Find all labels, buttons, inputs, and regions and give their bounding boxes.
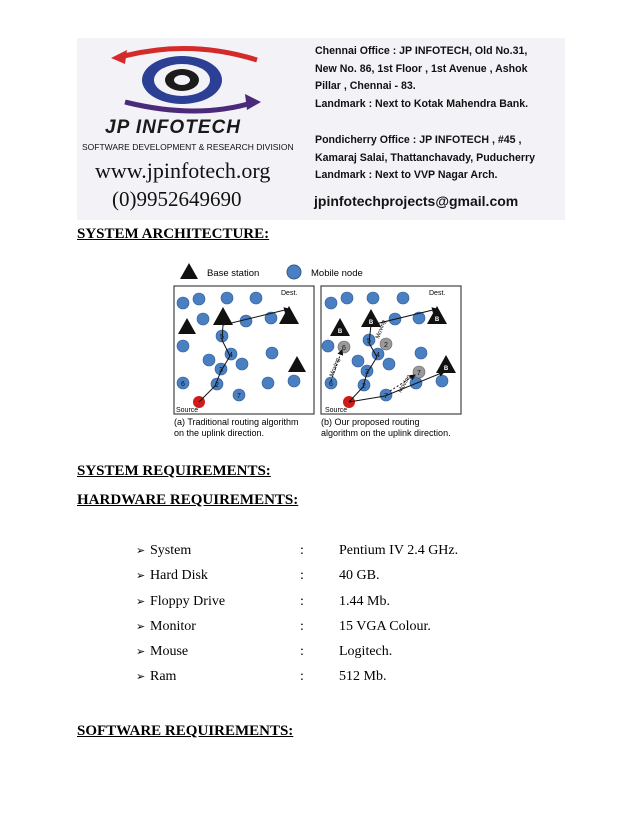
svg-text:6: 6 xyxy=(329,381,333,388)
svg-text:B: B xyxy=(338,329,343,335)
system-architecture-heading: SYSTEM ARCHITECTURE: xyxy=(77,226,270,242)
svg-text:B: B xyxy=(369,320,374,326)
item-name: Monitor xyxy=(150,618,196,634)
pondy-line: Pondicherry Office : JP INFOTECH , #45 , xyxy=(315,134,522,146)
panel-a-dest-label: Dest. xyxy=(281,290,297,297)
svg-text:4: 4 xyxy=(229,352,233,359)
panel-a-source-label: Source xyxy=(176,407,198,414)
panel-a-base-stations xyxy=(178,306,306,372)
arrow-bullet-icon: ➢ xyxy=(136,544,146,557)
jp-infotech-logo-icon xyxy=(111,45,261,114)
email-text: jpinfotechprojects@gmail.com xyxy=(314,193,519,209)
legend-base-station: Base station xyxy=(207,268,259,279)
item-name: Floppy Drive xyxy=(150,593,226,609)
svg-text:2: 2 xyxy=(362,383,366,390)
item-name: Ram xyxy=(150,669,177,685)
panel-b-moving-path xyxy=(389,374,416,392)
svg-text:B: B xyxy=(444,366,449,372)
item-separator: : xyxy=(300,644,304,660)
hardware-requirements-heading: HARDWARE REQUIREMENTS: xyxy=(77,492,299,508)
chennai-line: Landmark : Next to Kotak Mahendra Bank. xyxy=(315,97,529,110)
item-name: System xyxy=(150,543,192,558)
item-separator: : xyxy=(300,568,304,584)
svg-text:2: 2 xyxy=(384,342,388,349)
svg-text:4: 4 xyxy=(376,352,380,359)
header-banner: JP INFOTECH SOFTWARE DEVELOPMENT & RESEA… xyxy=(77,38,565,220)
caption-b-line2: algorithm on the uplink direction. xyxy=(321,428,451,438)
svg-text:2: 2 xyxy=(215,382,219,389)
phone-text: (0)9952649690 xyxy=(112,187,242,211)
svg-text:7: 7 xyxy=(384,393,388,400)
panel-b-route-2 xyxy=(348,371,445,403)
pondy-line: Landmark : Next to VVP Nagar Arch. xyxy=(315,169,498,181)
software-requirements-heading: SOFTWARE REQUIREMENTS: xyxy=(77,723,294,739)
item-separator: : xyxy=(300,543,304,558)
panel-b-source-label: Source xyxy=(325,407,347,414)
panel-b-dest-label: Dest. xyxy=(429,290,445,297)
panel-b-route-1 xyxy=(348,307,438,403)
chennai-line: Chennai Office : JP INFOTECH, Old No.31, xyxy=(315,45,528,57)
caption-b-line1: (b) Our proposed routing xyxy=(321,417,420,427)
panel-b-base-stations xyxy=(330,306,456,373)
item-value: Logitech. xyxy=(339,644,393,660)
panel-a-route xyxy=(198,307,290,403)
caption-a-line1: (a) Traditional routing algorithm xyxy=(174,417,299,427)
website-text: www.jpinfotech.org xyxy=(95,158,271,183)
mobile-node-legend-icon xyxy=(286,264,302,280)
arrow-bullet-icon: ➢ xyxy=(136,594,146,608)
svg-text:7: 7 xyxy=(417,370,421,377)
item-separator: : xyxy=(300,669,304,685)
chennai-line: New No. 86, 1st Floor , 1st Avenue , Ash… xyxy=(315,62,528,75)
svg-text:B: B xyxy=(435,317,440,323)
brand-name: JP INFOTECH xyxy=(105,117,241,138)
architecture-figure: Base station Mobile node 543 267 Dest. S… xyxy=(173,263,462,438)
svg-text:6: 6 xyxy=(342,345,346,352)
panel-b-bs-labels: B B B B xyxy=(338,317,449,372)
chennai-address: Chennai Office : JP INFOTECH, Old No.31,… xyxy=(315,43,565,113)
item-value: 15 VGA Colour. xyxy=(339,618,431,634)
item-value: 1.44 Mb. xyxy=(339,593,390,609)
item-name: Mouse xyxy=(150,644,189,660)
arrow-bullet-icon: ➢ xyxy=(136,619,146,633)
division-text: SOFTWARE DEVELOPMENT & RESEARCH DIVISION xyxy=(82,142,294,152)
arrow-bullet-icon: ➢ xyxy=(136,645,146,659)
svg-text:6: 6 xyxy=(181,381,185,388)
item-value: 512 Mb. xyxy=(339,669,387,685)
svg-text:7: 7 xyxy=(237,393,241,400)
item-name: Hard Disk xyxy=(150,568,208,584)
base-station-legend-icon xyxy=(180,263,198,279)
chennai-line: Pillar , Chennai - 83. xyxy=(315,80,416,92)
item-value: 40 GB. xyxy=(339,568,380,584)
pondy-line: Kamaraj Salai, Thattanchavady, Puducherr… xyxy=(315,151,536,164)
item-separator: : xyxy=(300,593,304,609)
arrow-bullet-icon: ➢ xyxy=(136,569,146,583)
system-requirements-heading: SYSTEM REQUIREMENTS: xyxy=(77,463,271,479)
pondicherry-address: Pondicherry Office : JP INFOTECH , #45 ,… xyxy=(315,132,565,185)
item-separator: : xyxy=(300,618,304,634)
panel-b-moving-path xyxy=(330,349,344,382)
caption-a-line2: on the uplink direction. xyxy=(174,428,264,438)
panel-a-nodes xyxy=(176,291,301,402)
legend-mobile-node: Mobile node xyxy=(311,268,363,279)
arrow-bullet-icon: ➢ xyxy=(136,670,146,684)
item-value: Pentium IV 2.4 GHz. xyxy=(339,543,459,558)
